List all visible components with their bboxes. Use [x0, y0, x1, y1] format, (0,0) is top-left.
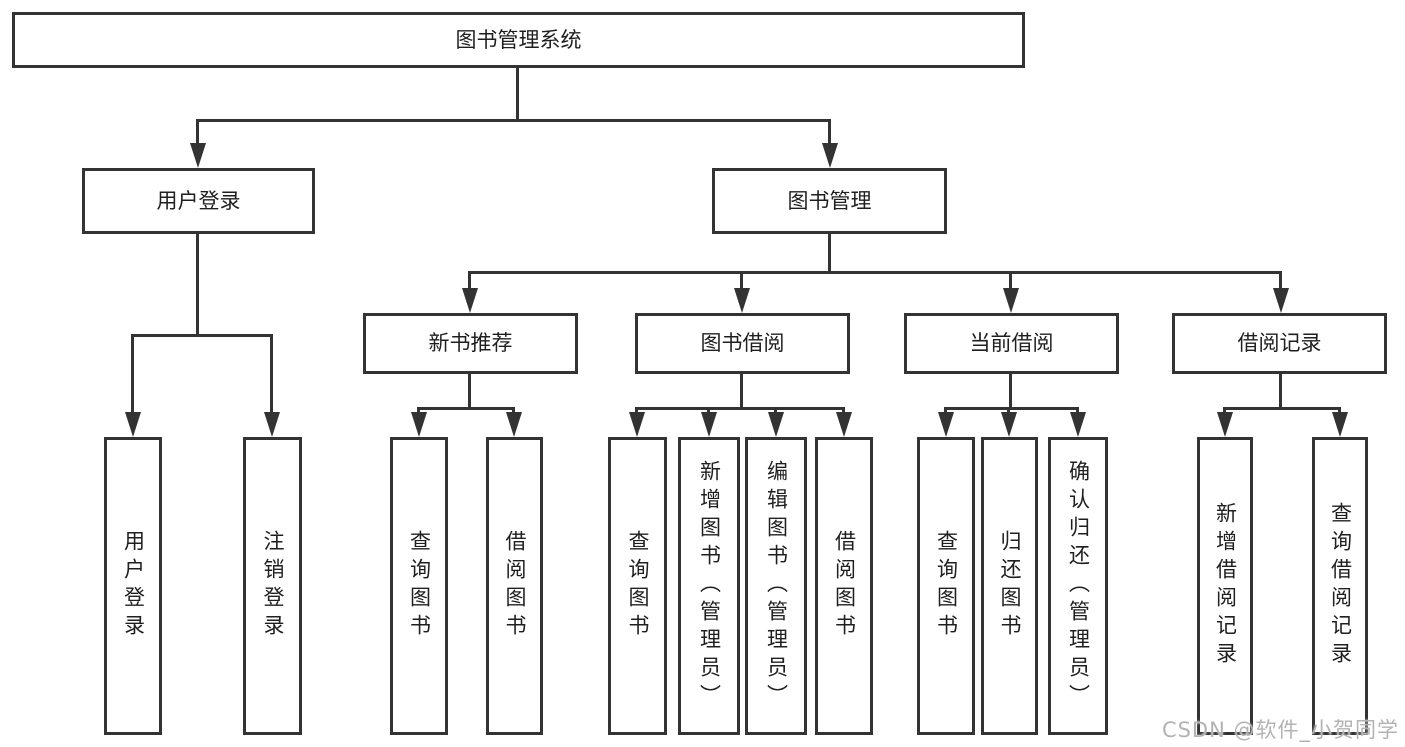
connector-line	[468, 272, 471, 292]
leaf-recommend-borrow-books: 借阅图书	[486, 437, 543, 735]
connector-line	[196, 119, 831, 122]
connector-line	[740, 272, 743, 292]
watermark: CSDN @软件_小贺同学	[1161, 718, 1399, 742]
connector-line	[417, 407, 515, 410]
leaf-borrow-add-books-admin-label: 新增图书（管理员）	[697, 460, 722, 712]
leaf-recommend-query-books-label: 查询图书	[407, 530, 432, 642]
connector-line	[1279, 374, 1282, 410]
arrowhead-icon	[1001, 412, 1017, 437]
arrowhead-icon	[734, 288, 750, 313]
leaf-borrow-query-books: 查询图书	[608, 437, 667, 735]
connector-line	[131, 334, 273, 337]
arrowhead-icon	[1273, 288, 1289, 313]
connector-line	[468, 374, 471, 410]
arrowhead-icon	[264, 412, 280, 437]
connector-line	[1009, 374, 1012, 410]
leaf-borrow-borrow-books: 借阅图书	[815, 437, 873, 735]
leaf-borrow-edit-books-admin: 编辑图书（管理员）	[745, 437, 807, 735]
arrowhead-icon	[1070, 412, 1086, 437]
connector-line	[131, 335, 134, 416]
leaf-borrow-edit-books-admin-label: 编辑图书（管理员）	[764, 460, 789, 712]
connector-line	[516, 68, 519, 122]
leaf-borrow-add-books-admin: 新增图书（管理员）	[678, 437, 740, 735]
leaf-borrow-query-books-label: 查询图书	[626, 530, 650, 642]
arrowhead-icon	[822, 143, 838, 168]
node-current-borrowing: 当前借阅	[904, 313, 1119, 374]
arrowhead-icon	[190, 143, 206, 168]
node-root-label: 图书管理系统	[455, 27, 582, 52]
leaf-current-query-books-label: 查询图书	[934, 530, 959, 642]
connector-line	[635, 407, 845, 410]
arrowhead-icon	[629, 412, 645, 437]
connector-line	[1279, 272, 1282, 292]
arrowhead-icon	[1332, 412, 1348, 437]
arrowhead-icon	[1003, 288, 1019, 313]
leaf-records-query-record: 查询借阅记录	[1312, 437, 1368, 735]
leaf-records-query-record-label: 查询借阅记录	[1328, 502, 1353, 670]
leaf-recommend-query-books: 查询图书	[390, 437, 448, 735]
leaf-current-return-books-label: 归还图书	[998, 530, 1022, 642]
arrowhead-icon	[506, 412, 522, 437]
leaf-records-add-record-label: 新增借阅记录	[1213, 502, 1238, 670]
arrowhead-icon	[1217, 412, 1233, 437]
arrowhead-icon	[462, 288, 478, 313]
node-new-book-recommend-label: 新书推荐	[428, 331, 513, 355]
node-user-login: 用户登录	[82, 168, 315, 234]
connector-line	[944, 407, 1079, 410]
leaf-user-login-label: 用户登录	[121, 530, 146, 642]
arrowhead-icon	[836, 412, 852, 437]
connector-line	[740, 374, 743, 410]
node-user-login-label: 用户登录	[156, 188, 241, 213]
connector-line	[1009, 272, 1012, 292]
arrowhead-icon	[701, 412, 717, 437]
arrowhead-icon	[411, 412, 427, 437]
node-book-borrowing: 图书借阅	[635, 313, 850, 374]
node-book-borrowing-label: 图书借阅	[700, 331, 785, 355]
connector-line	[828, 120, 831, 147]
node-book-management: 图书管理	[712, 168, 947, 234]
connector-line	[1223, 407, 1341, 410]
leaf-user-login: 用户登录	[104, 437, 162, 735]
arrowhead-icon	[125, 412, 141, 437]
arrowhead-icon	[768, 412, 784, 437]
leaf-recommend-borrow-books-label: 借阅图书	[503, 530, 527, 642]
leaf-borrow-borrow-books-label: 借阅图书	[832, 530, 857, 642]
leaf-logout-label: 注销登录	[261, 530, 285, 642]
leaf-current-confirm-return-admin: 确认归还（管理员）	[1048, 437, 1108, 735]
connector-line	[270, 335, 273, 416]
leaf-current-query-books: 查询图书	[917, 437, 975, 735]
leaf-logout: 注销登录	[243, 437, 302, 735]
connector-line	[468, 271, 1282, 274]
connector-line	[196, 233, 199, 337]
leaf-records-add-record: 新增借阅记录	[1197, 437, 1253, 735]
connector-line	[828, 233, 831, 274]
node-new-book-recommend: 新书推荐	[363, 313, 578, 374]
node-current-borrowing-label: 当前借阅	[969, 331, 1054, 355]
leaf-current-confirm-return-admin-label: 确认归还（管理员）	[1066, 460, 1091, 712]
node-book-management-label: 图书管理	[787, 188, 872, 213]
leaf-current-return-books: 归还图书	[981, 437, 1038, 735]
node-root: 图书管理系统	[12, 12, 1025, 68]
connector-line	[196, 120, 199, 147]
arrowhead-icon	[938, 412, 954, 437]
node-borrowing-records: 借阅记录	[1172, 313, 1387, 374]
node-borrowing-records-label: 借阅记录	[1237, 331, 1322, 355]
